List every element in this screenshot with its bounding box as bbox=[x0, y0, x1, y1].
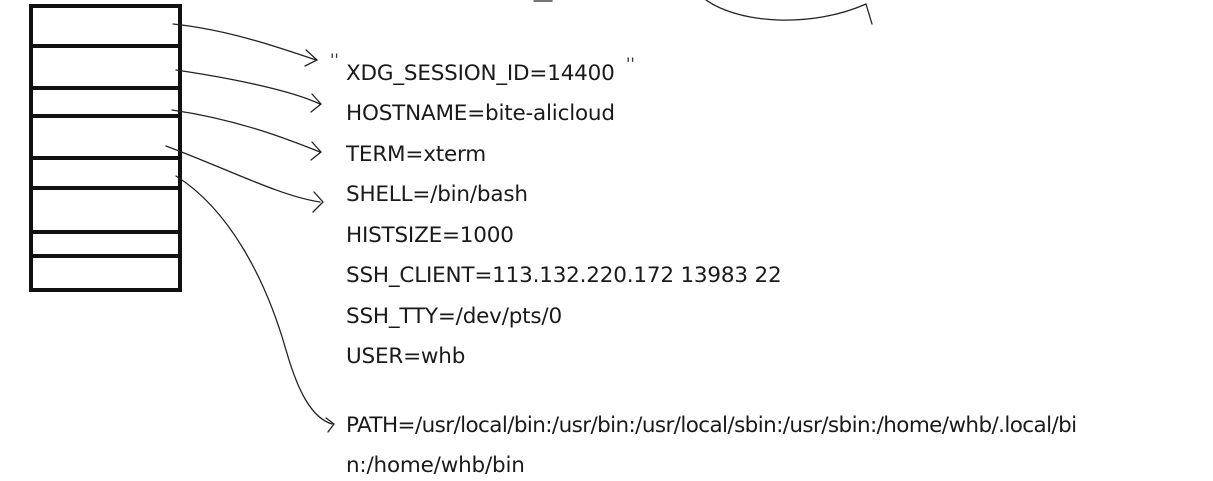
env-var-ssh-client: SSH_CLIENT=113.132.220.172 13983 22 bbox=[346, 263, 782, 288]
top-curve-fragment bbox=[705, 0, 867, 21]
env-var-histsize: HISTSIZE=1000 bbox=[346, 223, 514, 248]
env-var-ssh-tty: SSH_TTY=/dev/pts/0 bbox=[346, 304, 562, 329]
env-var-path-line-1: PATH=/usr/local/bin:/usr/bin:/usr/local/… bbox=[346, 413, 1077, 438]
arrowhead bbox=[312, 191, 324, 213]
open-quote-mark: '' bbox=[330, 50, 339, 69]
env-table-cell bbox=[29, 230, 182, 258]
env-var-hostname: HOSTNAME=bite-alicloud bbox=[346, 101, 615, 126]
env-table-cell bbox=[29, 86, 182, 118]
env-var-shell: SHELL=/bin/bash bbox=[346, 182, 528, 207]
env-var-path-line-2: n:/home/whb/bin bbox=[346, 453, 525, 478]
env-table bbox=[29, 4, 182, 292]
arrows bbox=[165, 0, 873, 433]
env-table-cell bbox=[29, 114, 182, 160]
arrow-to-term bbox=[171, 109, 321, 153]
env-table-cell bbox=[29, 186, 182, 234]
close-quote-mark: '' bbox=[626, 54, 635, 73]
env-var-term: TERM=xterm bbox=[346, 142, 487, 167]
env-table-cell bbox=[29, 4, 182, 48]
arrowhead bbox=[325, 417, 335, 433]
env-table-cell bbox=[29, 156, 182, 190]
env-table-cell bbox=[29, 254, 182, 292]
arrow-to-hostname bbox=[175, 69, 321, 105]
arrow-to-shell bbox=[165, 145, 321, 203]
env-var-user: USER=whb bbox=[346, 344, 466, 369]
env-var-xdg-session-id: XDG_SESSION_ID=14400 bbox=[346, 61, 615, 86]
arrowhead bbox=[310, 141, 322, 161]
arrow-to-path bbox=[175, 175, 333, 425]
env-table-cell bbox=[29, 44, 182, 90]
arrowhead bbox=[310, 93, 322, 113]
arrow-to-xdg-session bbox=[172, 23, 317, 61]
arrowhead bbox=[304, 49, 319, 67]
top-curve-fragment bbox=[865, 3, 873, 25]
